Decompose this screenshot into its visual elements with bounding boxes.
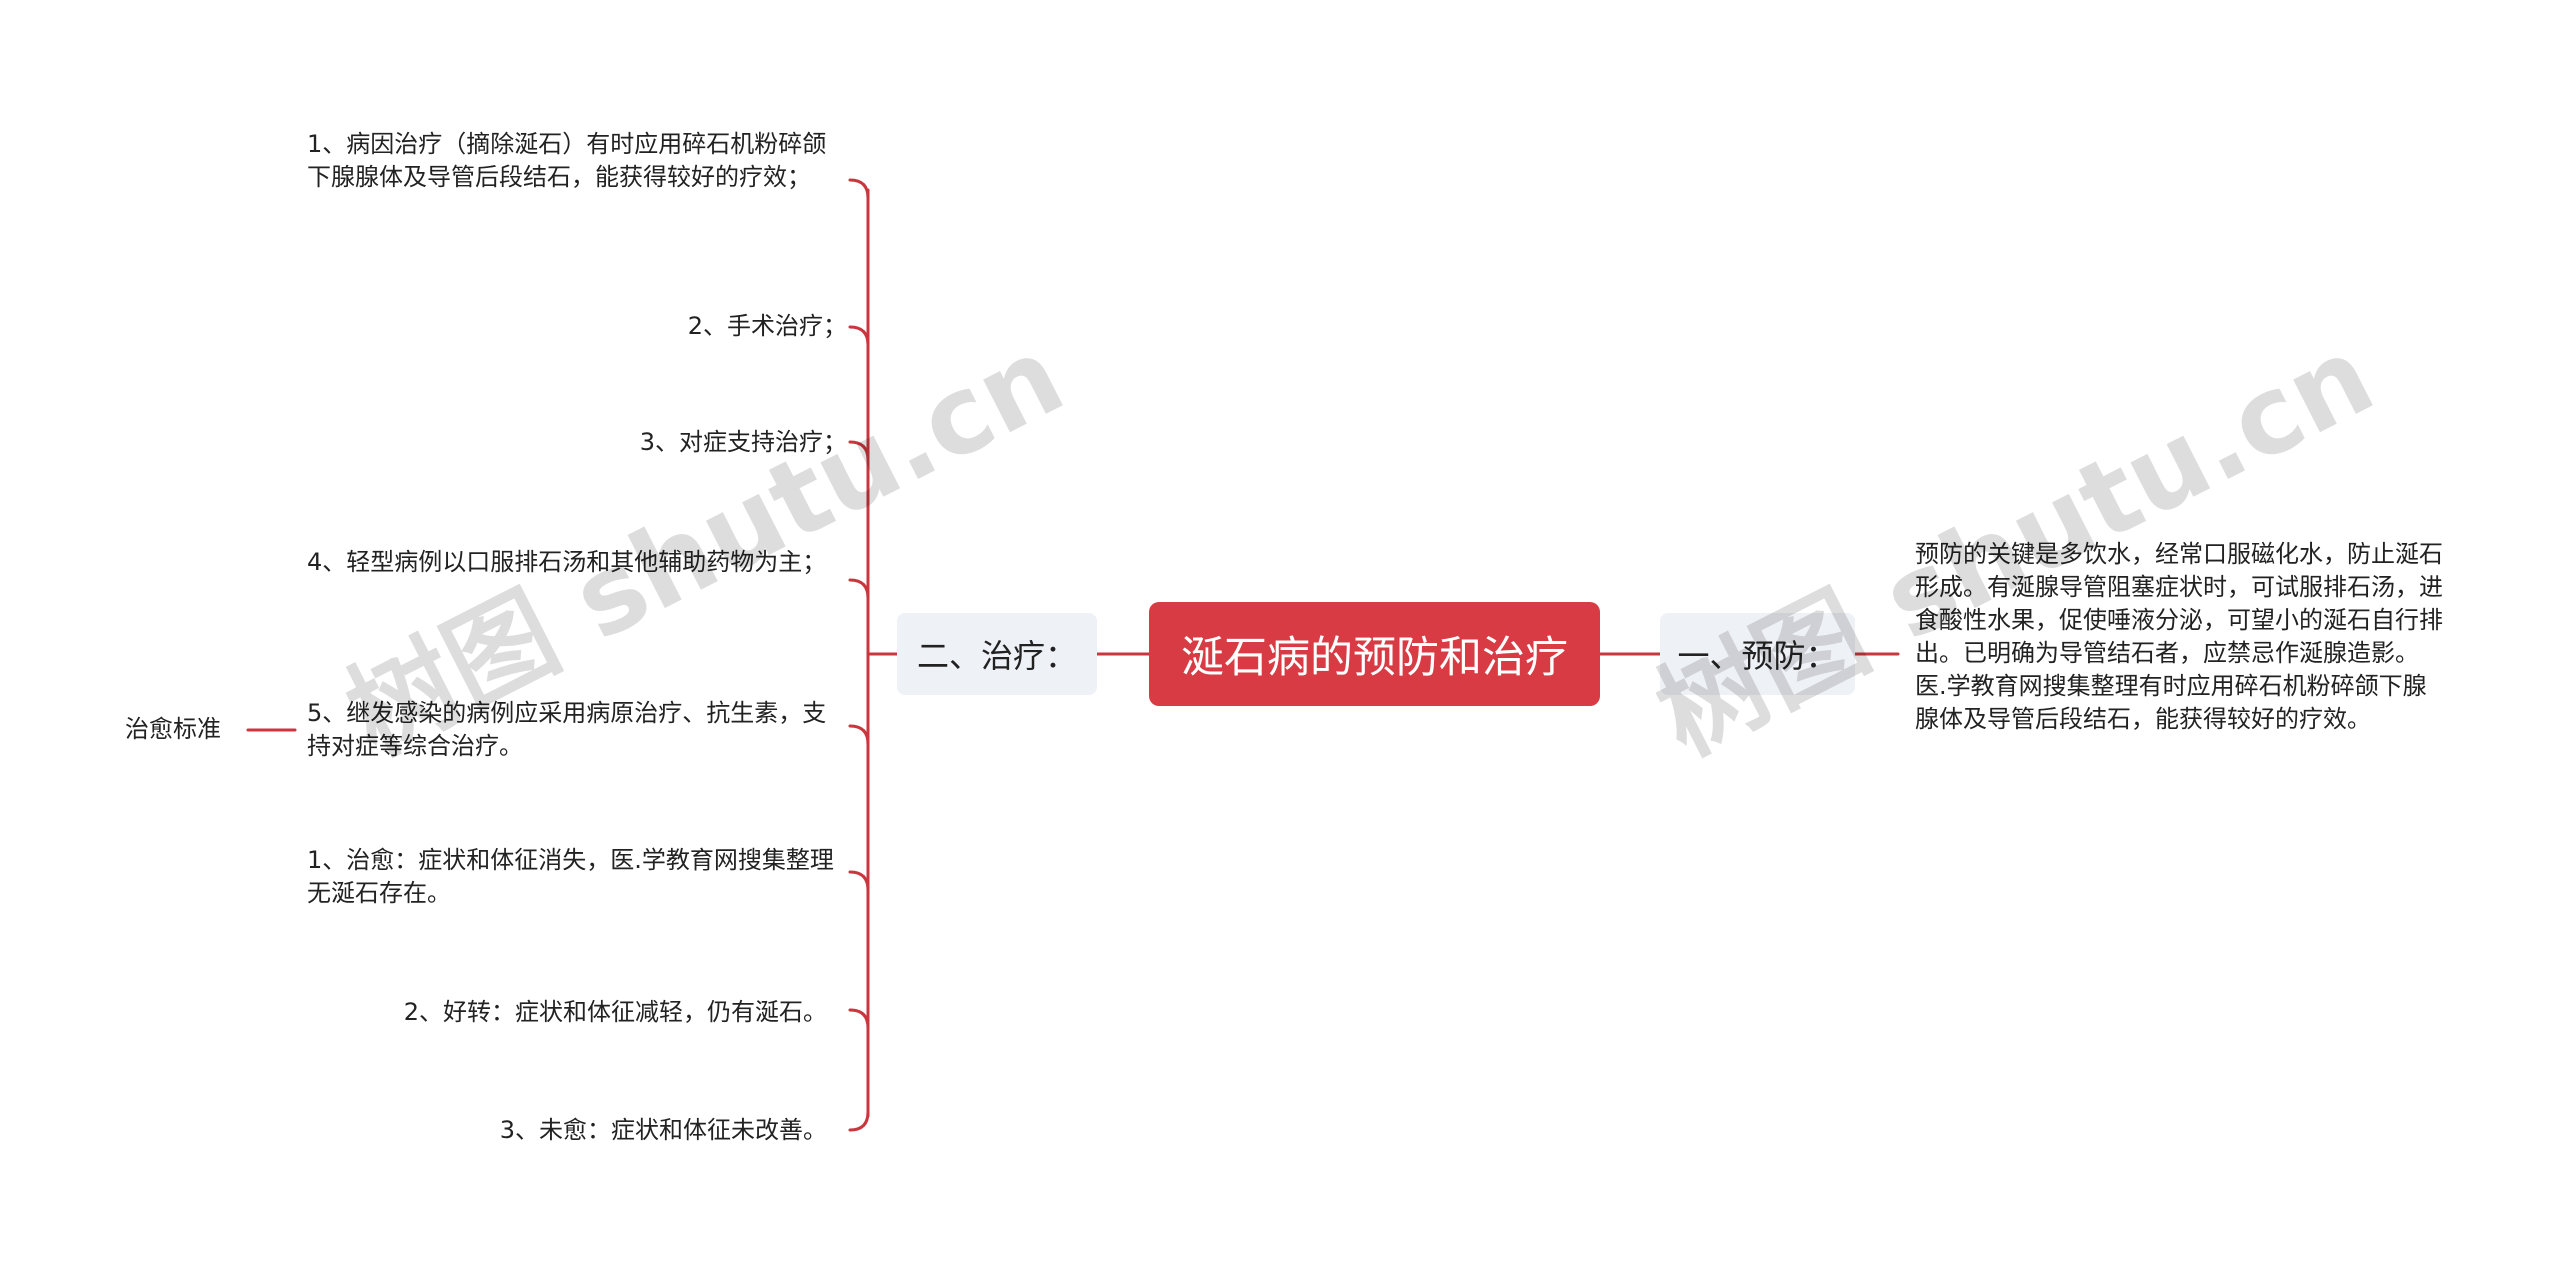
hook-item-4 <box>848 578 870 600</box>
cure-criteria-item-1: 1、治愈：症状和体征消失，医.学教育网搜集整理无涎石存在。 <box>307 846 834 907</box>
treatment-item-2: 2、手术治疗； <box>687 312 847 340</box>
treatment-item-5: 5、继发感染的病例应采用病原治疗、抗生素，支持对症等综合治疗。 <box>307 699 827 760</box>
hook-item-5 <box>848 724 870 746</box>
prevention-text: 预防的关键是多饮水，经常口服磁化水，防止涎石形成。有涎腺导管阻塞症状时，可试服排… <box>1915 540 2443 733</box>
branch-treatment-label: 二、治疗： <box>916 637 1077 675</box>
sub-label-cure-criteria: 治愈标准 <box>125 715 221 743</box>
root-label: 涎石病的预防和治疗 <box>1181 633 1568 683</box>
root-node[interactable]: 涎石病的预防和治疗 <box>1149 602 1600 706</box>
hook-item-2 <box>848 325 870 347</box>
branch-prevention[interactable]: 一、预防： <box>1660 613 1855 695</box>
treatment-item-4: 4、轻型病例以口服排石汤和其他辅助药物为主； <box>307 548 827 576</box>
cure-criteria-item-2: 2、好转：症状和体征减轻，仍有涎石。 <box>403 998 827 1026</box>
hook-item-7 <box>848 1008 870 1030</box>
branch-treatment[interactable]: 二、治疗： <box>897 613 1097 695</box>
hook-item-3 <box>848 440 870 462</box>
treatment-item-3: 3、对症支持治疗； <box>639 428 847 456</box>
hook-item-6 <box>848 870 870 892</box>
branch-prevention-label: 一、预防： <box>1677 637 1838 675</box>
cure-criteria-item-3: 3、未愈：症状和体征未改善。 <box>499 1116 827 1144</box>
treatment-item-1: 1、病因治疗（摘除涎石）有时应用碎石机粉碎颌下腺腺体及导管后段结石，能获得较好的… <box>307 130 827 191</box>
hook-item-8 <box>848 1110 870 1132</box>
hook-item-1 <box>848 178 870 200</box>
